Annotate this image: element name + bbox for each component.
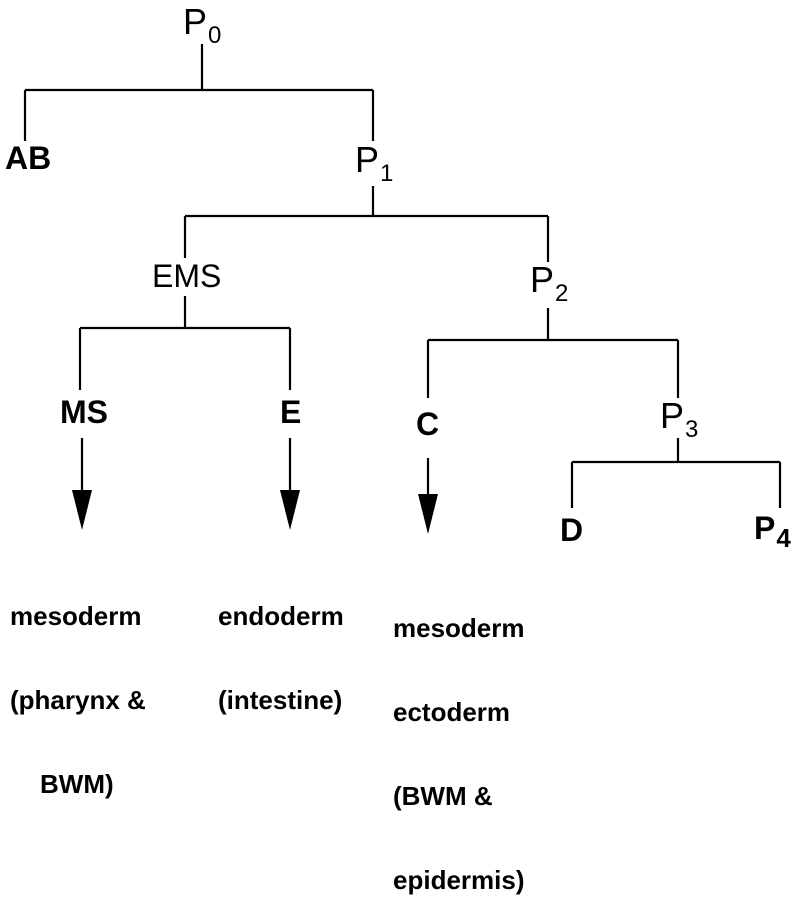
e-fate-line: endoderm (218, 601, 344, 631)
ms-arrow-head (72, 490, 92, 530)
cell-p1-base: P (355, 139, 380, 180)
cell-p2-subscript: 2 (555, 280, 569, 307)
c-arrow-head (418, 494, 438, 534)
ms-fate-line: (pharynx & (10, 685, 146, 715)
cell-p0-label: P0 (183, 1, 221, 48)
cell-p4-base: P (754, 510, 776, 546)
cell-p4-label: P4 (754, 510, 791, 551)
c-fate-line: mesoderm (393, 613, 525, 643)
cell-ms-label: MS (60, 394, 108, 430)
e-fate-line: (intestine) (218, 685, 343, 715)
ms-fate-line: BWM) (40, 769, 114, 799)
cell-p3-base: P (660, 395, 685, 436)
c-fate-line: ectoderm (393, 697, 511, 727)
cell-p2-label: P2 (530, 259, 568, 306)
cell-p2-base: P (530, 259, 555, 300)
cell-p3-subscript: 3 (685, 416, 699, 443)
cell-p0-subscript: 0 (208, 22, 222, 49)
cell-e-label: E (280, 394, 302, 430)
e-arrow-head (280, 490, 300, 530)
cell-d-label: D (560, 512, 584, 548)
e-fate-text: endoderm (intestine) (218, 546, 344, 742)
cell-p4-subscript: 4 (776, 523, 791, 553)
ms-fate-text: mesoderm (pharynx & BWM) (10, 546, 146, 826)
cell-ab-label: AB (5, 140, 52, 176)
c-fate-text: mesoderm ectoderm (BWM & epidermis) (393, 558, 525, 922)
c-fate-line: (BWM & (393, 781, 493, 811)
cell-ems-label: EMS (152, 258, 222, 294)
lineage-tree-lines (23, 44, 782, 534)
cell-c-label: C (416, 406, 440, 442)
c-fate-line: epidermis) (393, 865, 525, 895)
cell-p1-subscript: 1 (380, 160, 394, 187)
ms-fate-line: mesoderm (10, 601, 142, 631)
cell-p3-label: P3 (660, 395, 698, 442)
cell-p0-base: P (183, 1, 208, 42)
cell-p1-label: P1 (355, 139, 393, 186)
